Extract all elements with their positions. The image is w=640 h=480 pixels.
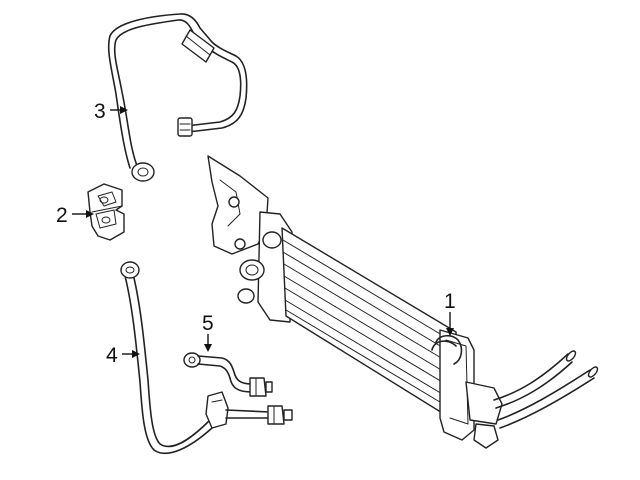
callout-2-label: 2: [56, 204, 68, 227]
callout-3: 3: [94, 100, 128, 123]
callout-3-arrowhead: [120, 106, 128, 114]
part-1-oil-cooler[interactable]: [207, 155, 599, 449]
callout-3-label: 3: [94, 100, 106, 123]
callout-1: 1: [444, 290, 456, 336]
callout-2-arrowhead: [86, 210, 94, 218]
callout-5: 5: [202, 312, 214, 352]
callout-1-arrowhead: [446, 328, 454, 336]
part-3-pressure-hose[interactable]: [107, 13, 248, 182]
callout-5-label: 5: [202, 312, 214, 335]
part-5-short-line[interactable]: [183, 352, 273, 397]
callout-5-arrowhead: [204, 344, 212, 352]
callout-4: 4: [106, 344, 140, 367]
callout-1-label: 1: [444, 290, 456, 313]
callout-4-label: 4: [106, 344, 118, 367]
part-2-line-clip[interactable]: [87, 183, 125, 241]
callout-4-arrowhead: [132, 350, 140, 358]
callout-2: 2: [56, 204, 94, 227]
part-4-return-line[interactable]: [120, 261, 293, 455]
